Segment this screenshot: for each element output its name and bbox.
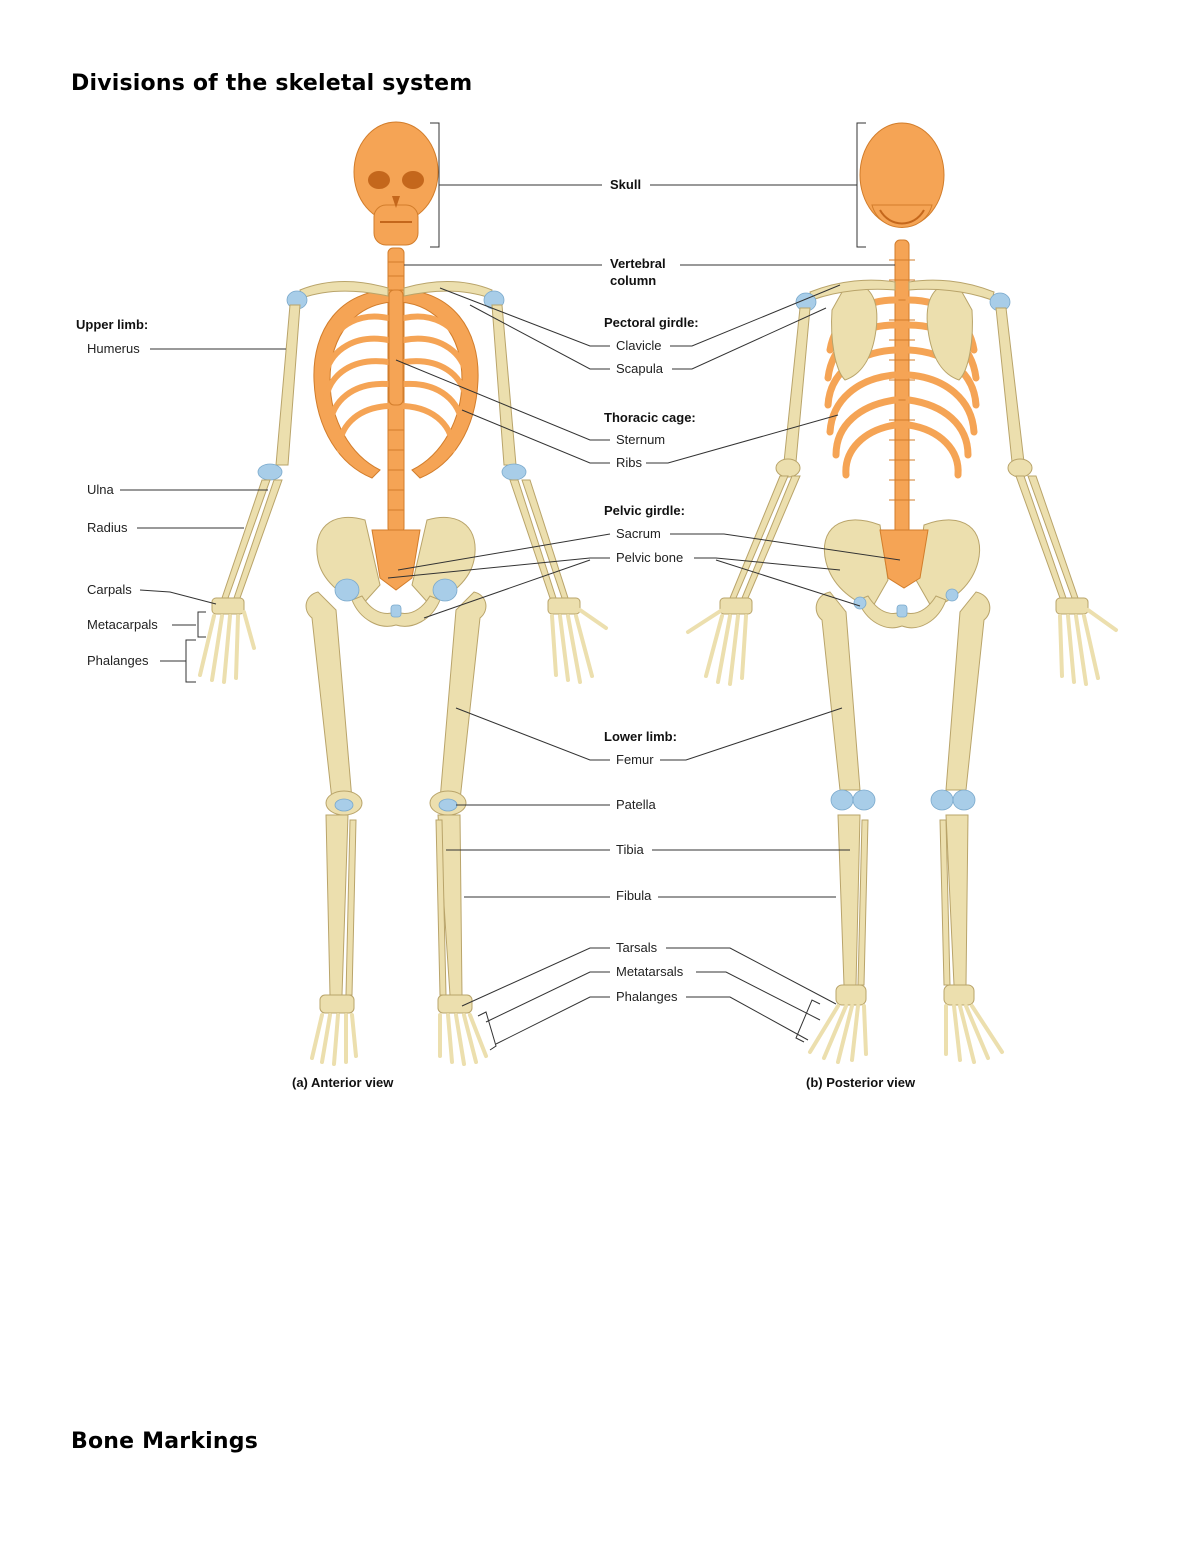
posterior-skull xyxy=(859,122,945,228)
anterior-clavicles xyxy=(286,281,505,310)
caption-anterior-view: (a) Anterior view xyxy=(292,1075,394,1090)
label-metacarpals: Metacarpals xyxy=(87,617,158,632)
label-clavicle: Clavicle xyxy=(616,338,662,353)
label-vertebral-column-2: column xyxy=(610,273,656,288)
label-scapula: Scapula xyxy=(616,361,664,376)
posterior-sacrum xyxy=(879,529,929,589)
anterior-skeleton xyxy=(198,121,608,1066)
page-heading-divisions: Divisions of the skeletal system xyxy=(71,71,473,96)
label-upper-limb: Upper limb: xyxy=(76,317,148,332)
anterior-sternum xyxy=(388,289,404,406)
label-pectoral-girdle: Pectoral girdle: xyxy=(604,315,699,330)
label-pelvic-bone: Pelvic bone xyxy=(616,550,683,565)
label-patella: Patella xyxy=(616,797,657,812)
anterior-ribcage xyxy=(313,289,479,479)
label-ribs: Ribs xyxy=(616,455,643,470)
posterior-spine xyxy=(889,239,915,541)
label-tibia: Tibia xyxy=(616,842,644,857)
anterior-arms xyxy=(198,304,608,684)
anterior-legs xyxy=(305,591,488,1066)
label-thoracic-cage: Thoracic cage: xyxy=(604,410,696,425)
label-metatarsals: Metatarsals xyxy=(616,964,684,979)
posterior-legs xyxy=(808,591,1004,1064)
anterior-pelvis xyxy=(316,516,476,627)
label-sacrum: Sacrum xyxy=(616,526,661,541)
label-radius: Radius xyxy=(87,520,128,535)
label-vertebral-column-1: Vertebral xyxy=(610,256,666,271)
anterior-skull xyxy=(353,121,439,246)
page-heading-bone-markings: Bone Markings xyxy=(71,1429,258,1454)
label-pelvic-girdle: Pelvic girdle: xyxy=(604,503,685,518)
label-skull: Skull xyxy=(610,177,641,192)
posterior-pelvis xyxy=(824,519,980,629)
label-sternum: Sternum xyxy=(616,432,665,447)
label-humerus: Humerus xyxy=(87,341,140,356)
label-phalanges-hand: Phalanges xyxy=(87,653,149,668)
posterior-skeleton xyxy=(686,122,1118,1064)
diagram-labels: Skull Vertebral column Pectoral girdle: … xyxy=(76,177,916,1090)
posterior-arms xyxy=(686,307,1118,686)
label-fibula: Fibula xyxy=(616,888,652,903)
posterior-scapulae xyxy=(795,279,1011,381)
label-ulna: Ulna xyxy=(87,482,115,497)
leader-lines xyxy=(120,122,901,1051)
label-carpals: Carpals xyxy=(87,582,132,597)
caption-posterior-view: (b) Posterior view xyxy=(806,1075,916,1090)
anterior-sacrum xyxy=(371,529,421,591)
label-lower-limb: Lower limb: xyxy=(604,729,677,744)
label-tarsals: Tarsals xyxy=(616,940,658,955)
label-femur: Femur xyxy=(616,752,654,767)
label-phalanges-foot: Phalanges xyxy=(616,989,678,1004)
